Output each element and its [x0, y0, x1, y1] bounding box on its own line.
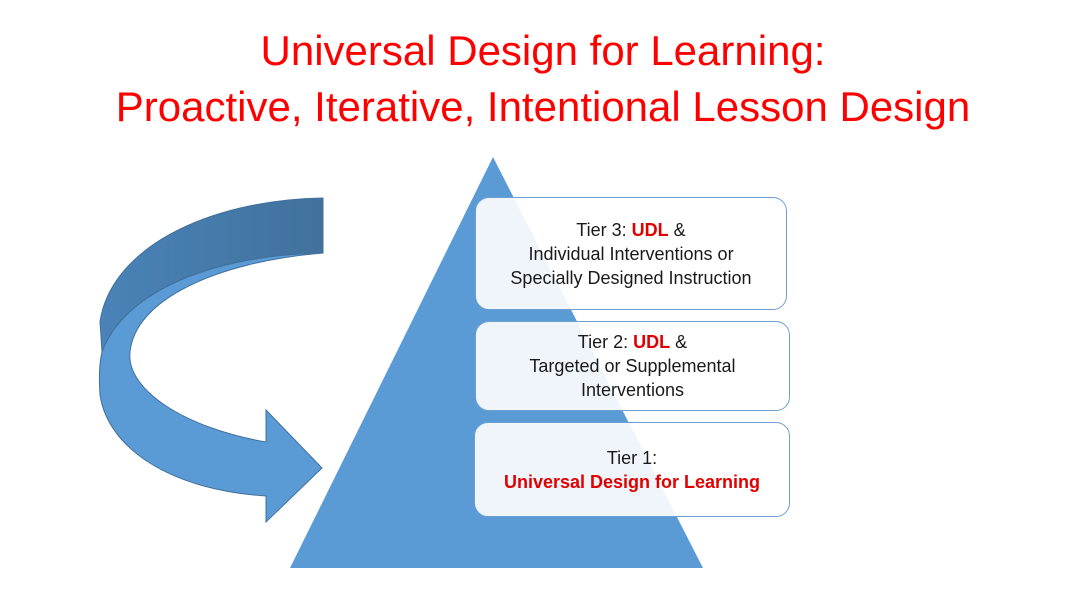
tier-3-amp: &: [673, 219, 686, 240]
tier-2-box: Tier 2: UDL & Targeted or Supplemental I…: [475, 321, 790, 411]
tier-1-box: Tier 1: Universal Design for Learning: [474, 422, 790, 517]
tier-2-line-3: Interventions: [580, 380, 685, 400]
tier-3-udl: UDL: [631, 219, 669, 240]
tier-2-line-2: Targeted or Supplemental: [529, 356, 736, 376]
tier-2-prefix: Tier 2:: [577, 332, 629, 352]
tier-3-line-2: Individual Interventions or: [528, 243, 734, 264]
tier-3-prefix: Tier 3:: [576, 219, 627, 240]
title-line-2: Proactive, Iterative, Intentional Lesson…: [115, 83, 971, 130]
tier-1-udl-full: Universal Design for Learning: [503, 471, 761, 492]
tier-2-amp: &: [675, 332, 688, 352]
tier-3-box: Tier 3: UDL & Individual Interventions o…: [475, 197, 787, 310]
curved-arrow-icon: [98, 197, 324, 524]
tier-1-prefix: Tier 1:: [606, 447, 658, 468]
tier-3-line-3: Specially Designed Instruction: [510, 267, 752, 288]
title-line-1: Universal Design for Learning:: [260, 27, 826, 74]
tier-2-udl: UDL: [633, 332, 671, 352]
